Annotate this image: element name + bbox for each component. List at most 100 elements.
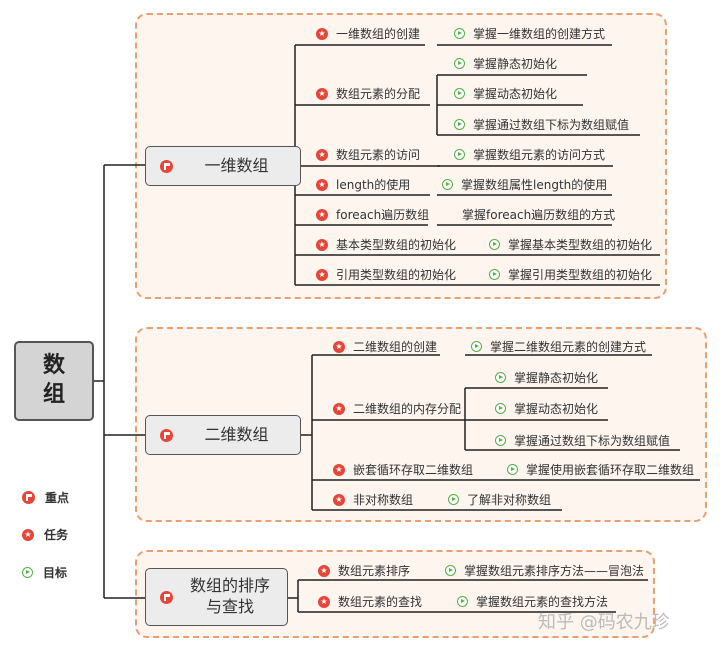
star-icon bbox=[316, 178, 328, 191]
play-icon bbox=[495, 403, 506, 414]
task-label: 二维数组的创建 bbox=[353, 340, 438, 354]
star-icon bbox=[316, 238, 328, 251]
goal-node: 掌握动态初始化 bbox=[495, 400, 598, 417]
goal-label: 掌握二维数组元素的创建方式 bbox=[490, 340, 647, 354]
root-title: 数组 bbox=[42, 353, 65, 407]
task-node: 嵌套循环存取二维数组 bbox=[333, 461, 473, 478]
play-icon bbox=[495, 372, 506, 383]
play-icon bbox=[454, 58, 465, 69]
goal-label: 掌握数组属性length的使用 bbox=[461, 178, 608, 192]
task-node: 引用类型数组的初始化 bbox=[316, 266, 456, 283]
goal-node: 掌握动态初始化 bbox=[454, 85, 557, 102]
star-icon bbox=[318, 595, 330, 608]
task-node: 数组元素的查找 bbox=[318, 593, 422, 610]
task-label: 数组元素的访问 bbox=[336, 148, 421, 162]
goal-node: 掌握通过数组下标为数组赋值 bbox=[495, 432, 670, 449]
play-icon bbox=[495, 435, 506, 446]
star-icon bbox=[333, 463, 345, 476]
task-node: foreach遍历数组 bbox=[316, 206, 429, 223]
goal-label: 掌握静态初始化 bbox=[473, 57, 558, 71]
root-node: 数组 bbox=[14, 341, 94, 421]
task-node: 二维数组的创建 bbox=[333, 338, 437, 355]
task-label: 一维数组的创建 bbox=[336, 27, 421, 41]
goal-node: 了解非对称数组 bbox=[448, 491, 551, 508]
task-label: 数组元素的分配 bbox=[336, 87, 421, 101]
play-icon bbox=[454, 119, 465, 130]
task-node: length的使用 bbox=[316, 176, 410, 193]
play-icon bbox=[442, 179, 453, 190]
goal-label: 掌握动态初始化 bbox=[473, 87, 558, 101]
legend-item-task: 任务 bbox=[22, 526, 68, 543]
task-node: 数组元素的分配 bbox=[316, 85, 420, 102]
task-label: foreach遍历数组 bbox=[336, 208, 430, 222]
goal-label: 掌握一维数组的创建方式 bbox=[473, 27, 606, 41]
goal-node: 掌握foreach遍历数组的方式 bbox=[443, 206, 615, 223]
star-icon bbox=[333, 493, 345, 506]
section-sort-search: 数组的排序与查找 bbox=[145, 568, 288, 626]
goal-label: 了解非对称数组 bbox=[467, 493, 552, 507]
section-title: 数组的排序与查找 bbox=[173, 576, 287, 618]
section-title: 二维数组 bbox=[204, 424, 269, 444]
goal-node: 掌握静态初始化 bbox=[495, 369, 598, 386]
task-label: 嵌套循环存取二维数组 bbox=[353, 463, 474, 477]
flag-icon bbox=[160, 159, 173, 173]
play-icon bbox=[471, 341, 482, 352]
play-icon bbox=[454, 28, 465, 39]
goal-label: 掌握通过数组下标为数组赋值 bbox=[473, 118, 630, 132]
task-label: 数组元素排序 bbox=[338, 564, 411, 578]
star-icon bbox=[316, 27, 328, 40]
task-label: 数组元素的查找 bbox=[338, 595, 423, 609]
goal-node: 掌握二维数组元素的创建方式 bbox=[471, 338, 646, 355]
goal-node: 掌握使用嵌套循环存取二维数组 bbox=[507, 461, 694, 478]
legend-item-goal: 目标 bbox=[22, 564, 67, 581]
legend-label: 任务 bbox=[44, 528, 69, 542]
section-two-dim: 二维数组 bbox=[145, 415, 301, 455]
goal-label: 掌握数组元素的查找方法 bbox=[476, 595, 609, 609]
star-icon bbox=[316, 148, 328, 161]
star-icon bbox=[333, 402, 345, 415]
task-node: 数组元素排序 bbox=[318, 562, 410, 579]
goal-node: 掌握数组元素的查找方法 bbox=[457, 593, 608, 610]
star-icon bbox=[318, 564, 330, 577]
task-label: 引用类型数组的初始化 bbox=[336, 268, 457, 282]
section-title: 一维数组 bbox=[204, 155, 269, 175]
play-icon bbox=[507, 464, 518, 475]
section-title-line1: 数组的排序 bbox=[189, 576, 270, 596]
task-node: 非对称数组 bbox=[333, 491, 413, 508]
goal-label: 掌握数组元素排序方法——冒泡法 bbox=[464, 564, 645, 578]
legend-item-key-point: 重点 bbox=[22, 489, 69, 506]
goal-label: 掌握数组元素的访问方式 bbox=[473, 148, 606, 162]
goal-label: 掌握引用类型数组的初始化 bbox=[508, 268, 653, 282]
task-node: 二维数组的内存分配 bbox=[333, 400, 461, 417]
task-label: length的使用 bbox=[336, 178, 411, 192]
goal-node: 掌握一维数组的创建方式 bbox=[454, 25, 605, 42]
play-icon bbox=[22, 567, 33, 578]
goal-label: 掌握基本类型数组的初始化 bbox=[508, 238, 653, 252]
goal-label: 掌握foreach遍历数组的方式 bbox=[462, 208, 616, 222]
goal-label: 掌握动态初始化 bbox=[514, 402, 599, 416]
legend-label: 重点 bbox=[45, 491, 70, 505]
flag-icon bbox=[22, 491, 35, 504]
goal-node: 掌握引用类型数组的初始化 bbox=[489, 266, 652, 283]
task-node: 一维数组的创建 bbox=[316, 25, 420, 42]
goal-node: 掌握数组元素排序方法——冒泡法 bbox=[445, 562, 644, 579]
section-one-dim: 一维数组 bbox=[145, 146, 301, 186]
play-icon bbox=[489, 239, 500, 250]
watermark: 知乎 @码农九珍 bbox=[538, 612, 670, 633]
task-node: 基本类型数组的初始化 bbox=[316, 236, 456, 253]
star-icon bbox=[316, 268, 328, 281]
task-node: 数组元素的访问 bbox=[316, 146, 420, 163]
star-icon bbox=[316, 87, 328, 100]
task-label: 基本类型数组的初始化 bbox=[336, 238, 457, 252]
play-icon bbox=[448, 494, 459, 505]
play-icon bbox=[454, 149, 465, 160]
star-icon bbox=[22, 528, 34, 541]
goal-label: 掌握静态初始化 bbox=[514, 371, 599, 385]
star-icon bbox=[333, 340, 345, 353]
play-icon bbox=[457, 596, 468, 607]
goal-node: 掌握数组属性length的使用 bbox=[442, 176, 607, 193]
goal-label: 掌握使用嵌套循环存取二维数组 bbox=[526, 463, 695, 477]
goal-label: 掌握通过数组下标为数组赋值 bbox=[514, 434, 671, 448]
